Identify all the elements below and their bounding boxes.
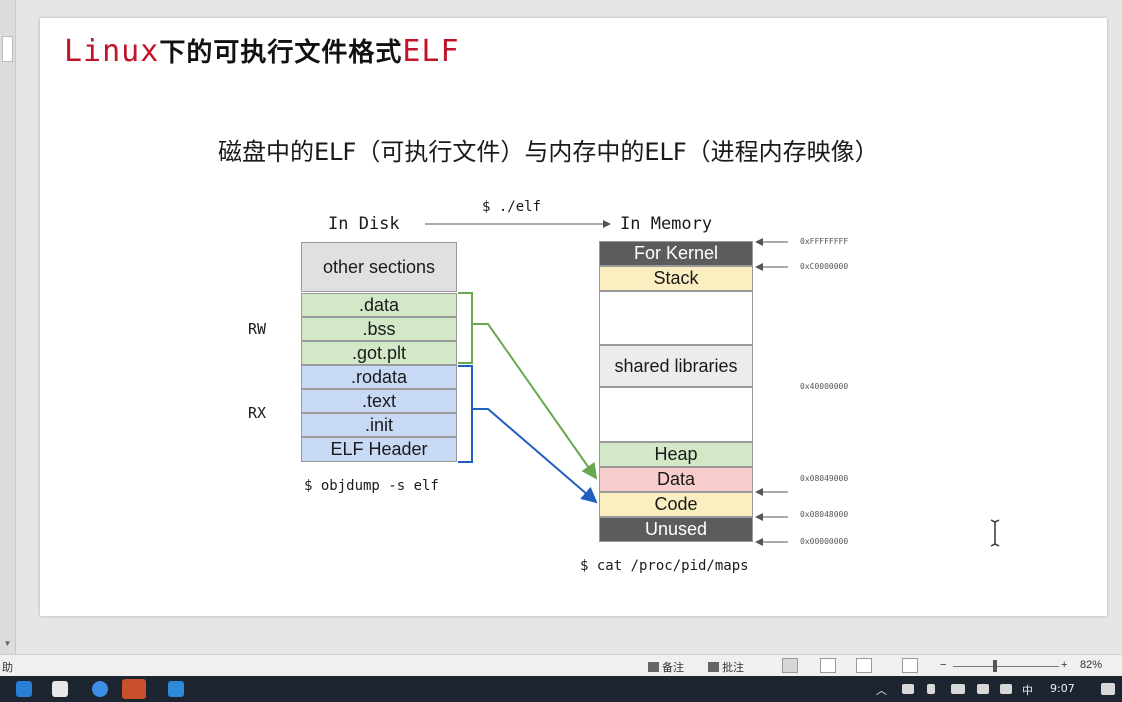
slide-subtitle: 磁盘中的ELF（可执行文件）与内存中的ELF（进程内存映像） bbox=[218, 138, 879, 166]
in-disk-label: In Disk bbox=[328, 214, 400, 234]
title-linux: Linux bbox=[64, 34, 160, 69]
clock[interactable]: 9:07 bbox=[1050, 682, 1075, 695]
rx-label: RX bbox=[248, 404, 267, 422]
objdump-command: $ objdump -s elf bbox=[304, 478, 439, 494]
mem-section-data: Data bbox=[599, 467, 753, 492]
slideshow-view-button[interactable] bbox=[902, 658, 918, 673]
address-label: 0x00000000 bbox=[800, 537, 849, 546]
start-icon[interactable] bbox=[16, 681, 32, 697]
zoom-in-button[interactable]: + bbox=[1061, 659, 1068, 671]
address-label: 0xFFFFFFFF bbox=[800, 237, 849, 246]
mem-section-stack: Stack bbox=[599, 266, 753, 291]
microphone-icon[interactable] bbox=[927, 684, 935, 694]
browser-icon[interactable] bbox=[92, 681, 108, 697]
volume-icon[interactable] bbox=[1000, 684, 1012, 694]
slide-canvas[interactable]: Linux下的可执行文件格式ELF 磁盘中的ELF（可执行文件）与内存中的ELF… bbox=[40, 18, 1107, 616]
disk-section-elf-header: ELF Header bbox=[301, 437, 457, 462]
mem-section-code: Code bbox=[599, 492, 753, 517]
text-cursor-icon bbox=[990, 519, 1000, 547]
ime-indicator[interactable]: 中 bbox=[1022, 684, 1033, 697]
rw-link bbox=[472, 323, 598, 480]
comment-icon bbox=[708, 662, 719, 672]
normal-view-button[interactable] bbox=[782, 658, 798, 673]
in-memory-label: In Memory bbox=[620, 214, 713, 234]
disk-section-text: .text bbox=[301, 389, 457, 413]
thumbnail-strip[interactable]: ▼ bbox=[0, 0, 16, 654]
comments-button[interactable]: 批注 bbox=[708, 659, 744, 675]
wifi-icon[interactable] bbox=[977, 684, 989, 694]
rw-bracket bbox=[458, 292, 473, 364]
reading-view-button[interactable] bbox=[856, 658, 872, 673]
disk-section-bss: .bss bbox=[301, 317, 457, 341]
title-elf: ELF bbox=[402, 34, 460, 69]
address-label: 0x40000000 bbox=[800, 382, 849, 391]
app-icon[interactable] bbox=[52, 681, 68, 697]
battery-icon[interactable] bbox=[951, 684, 965, 694]
zoom-slider-track[interactable] bbox=[953, 666, 1059, 667]
mem-section-kernel: For Kernel bbox=[599, 241, 753, 266]
rx-link bbox=[472, 408, 598, 504]
rx-bracket bbox=[458, 365, 473, 463]
notes-button[interactable]: 备注 bbox=[648, 659, 684, 675]
rw-label: RW bbox=[248, 320, 267, 338]
notes-icon bbox=[648, 662, 659, 672]
disk-section-gotplt: .got.plt bbox=[301, 341, 457, 365]
comments-label: 批注 bbox=[722, 662, 744, 674]
app-icon[interactable] bbox=[168, 681, 184, 697]
address-label: 0x08049000 bbox=[800, 474, 849, 483]
zoom-slider-thumb[interactable] bbox=[993, 660, 997, 672]
mem-section-stack-gap bbox=[599, 291, 753, 345]
zoom-level[interactable]: 82% bbox=[1080, 659, 1103, 671]
mem-section-unused: Unused bbox=[599, 517, 753, 542]
maps-command: $ cat /proc/pid/maps bbox=[580, 558, 749, 574]
disk-section-rodata: .rodata bbox=[301, 365, 457, 389]
disk-section-data: .data bbox=[301, 293, 457, 317]
address-label: 0x08048000 bbox=[800, 510, 849, 519]
show-hidden-icons-icon[interactable]: ︿ bbox=[876, 684, 887, 697]
mem-section-heap: Heap bbox=[599, 442, 753, 467]
notification-icon[interactable] bbox=[1101, 683, 1115, 695]
cloud-icon[interactable] bbox=[902, 684, 914, 694]
disk-section-init: .init bbox=[301, 413, 457, 437]
taskbar: ︿ 中 9:07 bbox=[0, 676, 1122, 702]
status-bar: 助 备注 批注 − + 82% bbox=[0, 654, 1122, 676]
slide-sorter-view-button[interactable] bbox=[820, 658, 836, 673]
slide-thumbnail[interactable] bbox=[2, 36, 13, 62]
scroll-down-arrow-icon[interactable]: ▼ bbox=[3, 639, 12, 648]
mem-section-shared-libs: shared libraries bbox=[599, 345, 753, 387]
disk-section-other: other sections bbox=[301, 242, 457, 292]
powerpoint-icon[interactable] bbox=[122, 679, 146, 699]
address-label: 0xC0000000 bbox=[800, 262, 849, 271]
mem-section-heap-gap bbox=[599, 387, 753, 442]
title-middle: 下的可执行文件格式 bbox=[159, 38, 403, 68]
diagram-connectors bbox=[425, 220, 788, 546]
zoom-out-button[interactable]: − bbox=[940, 659, 947, 671]
notes-label: 备注 bbox=[662, 662, 684, 674]
slide-title: Linux下的可执行文件格式ELF bbox=[64, 32, 460, 69]
status-left-text: 助 bbox=[2, 662, 13, 674]
run-command: $ ./elf bbox=[482, 199, 542, 215]
editor-top-area bbox=[16, 0, 1122, 18]
